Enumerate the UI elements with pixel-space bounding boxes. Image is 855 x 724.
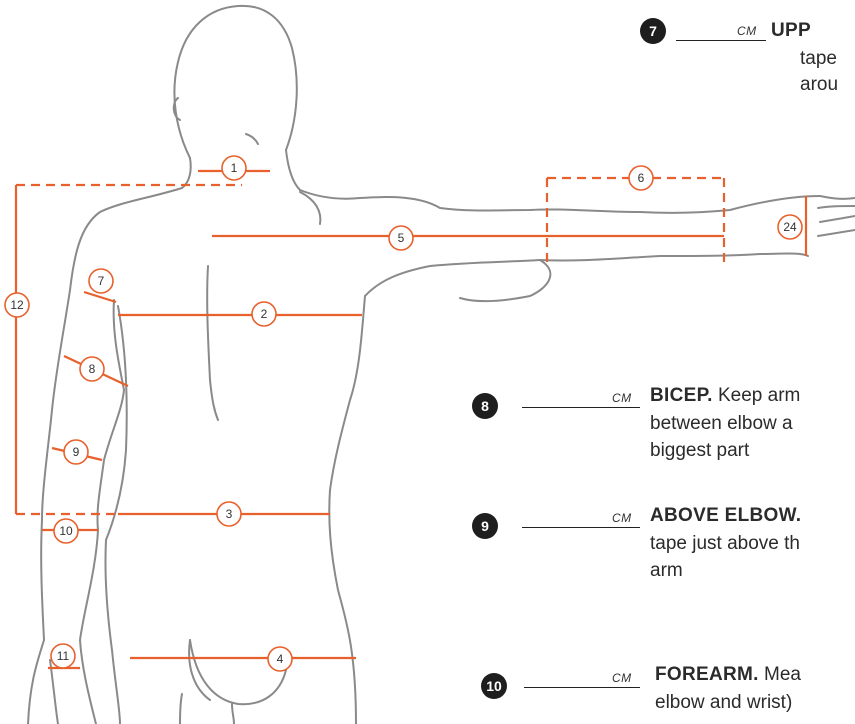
svg-text:2: 2 [261,307,268,321]
svg-text:9: 9 [73,445,80,459]
marker-6: 6 [629,166,653,190]
desc-bicep-line-2: biggest part [650,438,749,464]
desc-bicep-line-1: between elbow a [650,411,793,437]
svg-text:6: 6 [638,171,645,185]
marker-12: 12 [5,293,29,317]
cm-input-line-9[interactable] [522,527,640,528]
title-forearm: FOREARM. Mea [655,662,801,688]
svg-text:7: 7 [98,274,105,288]
svg-text:24: 24 [783,220,797,234]
cm-input-line-10[interactable] [524,687,640,688]
number-badge-10: 10 [481,673,507,699]
unit-label-8: CM [612,391,632,405]
svg-text:5: 5 [398,231,405,245]
desc-upper-arm-line-1: tape [800,46,837,72]
desc-above-elbow-line-2: arm [650,558,683,584]
desc-above-elbow-line-1: tape just above th [650,531,800,557]
number-badge-8: 8 [472,393,498,419]
desc-upper-arm-line-2: arou [800,72,838,98]
title-bicep: BICEP. Keep arm [650,383,800,409]
cm-input-line-7[interactable] [676,40,766,41]
svg-text:4: 4 [277,652,284,666]
marker-4: 4 [268,647,292,671]
marker-1: 1 [222,156,246,180]
svg-text:1: 1 [231,161,238,175]
unit-label-10: CM [612,671,632,685]
marker-11: 11 [51,644,75,668]
marker-3: 3 [217,502,241,526]
title-upper-arm: UPP [771,18,811,44]
svg-text:3: 3 [226,507,233,521]
marker-24: 24 [778,215,802,239]
svg-text:12: 12 [10,298,24,312]
marker-10: 10 [54,519,78,543]
cm-input-line-8[interactable] [522,407,640,408]
marker-7: 7 [89,269,113,293]
svg-text:11: 11 [57,649,70,663]
number-badge-9: 9 [472,513,498,539]
title-above-elbow: ABOVE ELBOW. [650,503,801,529]
desc-forearm-line-1: elbow and wrist) [655,690,792,716]
marker-9: 9 [64,440,88,464]
marker-5: 5 [389,226,413,250]
svg-text:8: 8 [89,362,96,376]
unit-label-7: CM [737,24,757,38]
body-outline [28,6,855,724]
svg-text:10: 10 [59,524,73,538]
number-badge-7: 7 [640,18,666,44]
unit-label-9: CM [612,511,632,525]
marker-8: 8 [80,357,104,381]
marker-2: 2 [252,302,276,326]
